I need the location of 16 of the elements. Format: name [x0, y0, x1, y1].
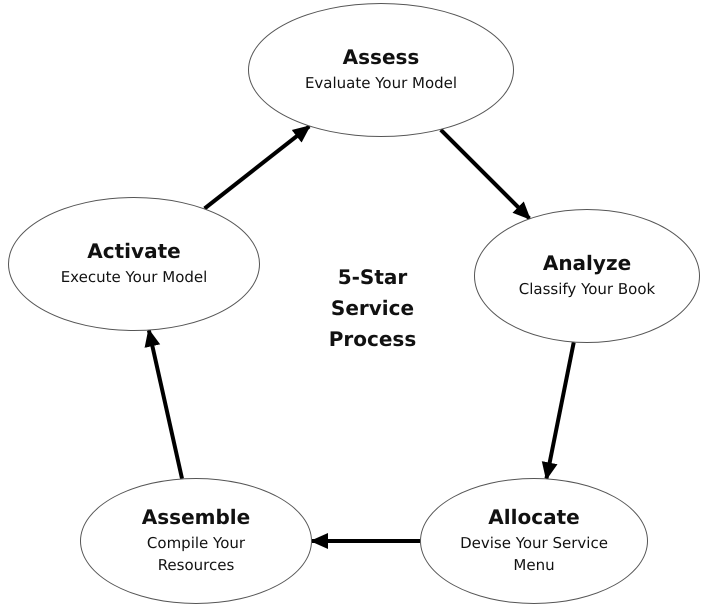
arrow — [203, 124, 311, 210]
stage-title: Assemble — [142, 505, 250, 530]
arrow — [439, 128, 531, 220]
stage-description: Execute Your Model — [60, 267, 208, 288]
arrow — [144, 328, 184, 479]
stage-title: Allocate — [488, 505, 580, 530]
center-label: 5-Star Service Process — [328, 264, 418, 353]
stage-title: Analyze — [542, 251, 632, 276]
arrow — [542, 342, 576, 480]
stage-description: Classify Your Book — [518, 279, 656, 300]
stage-title: Assess — [342, 45, 420, 70]
arrow — [310, 533, 420, 549]
stage-description: Evaluate Your Model — [304, 73, 458, 94]
stage-description: Devise Your Service Menu — [459, 533, 609, 576]
stage-description: Compile Your Resources — [146, 533, 246, 576]
stage-title: Activate — [87, 239, 181, 264]
